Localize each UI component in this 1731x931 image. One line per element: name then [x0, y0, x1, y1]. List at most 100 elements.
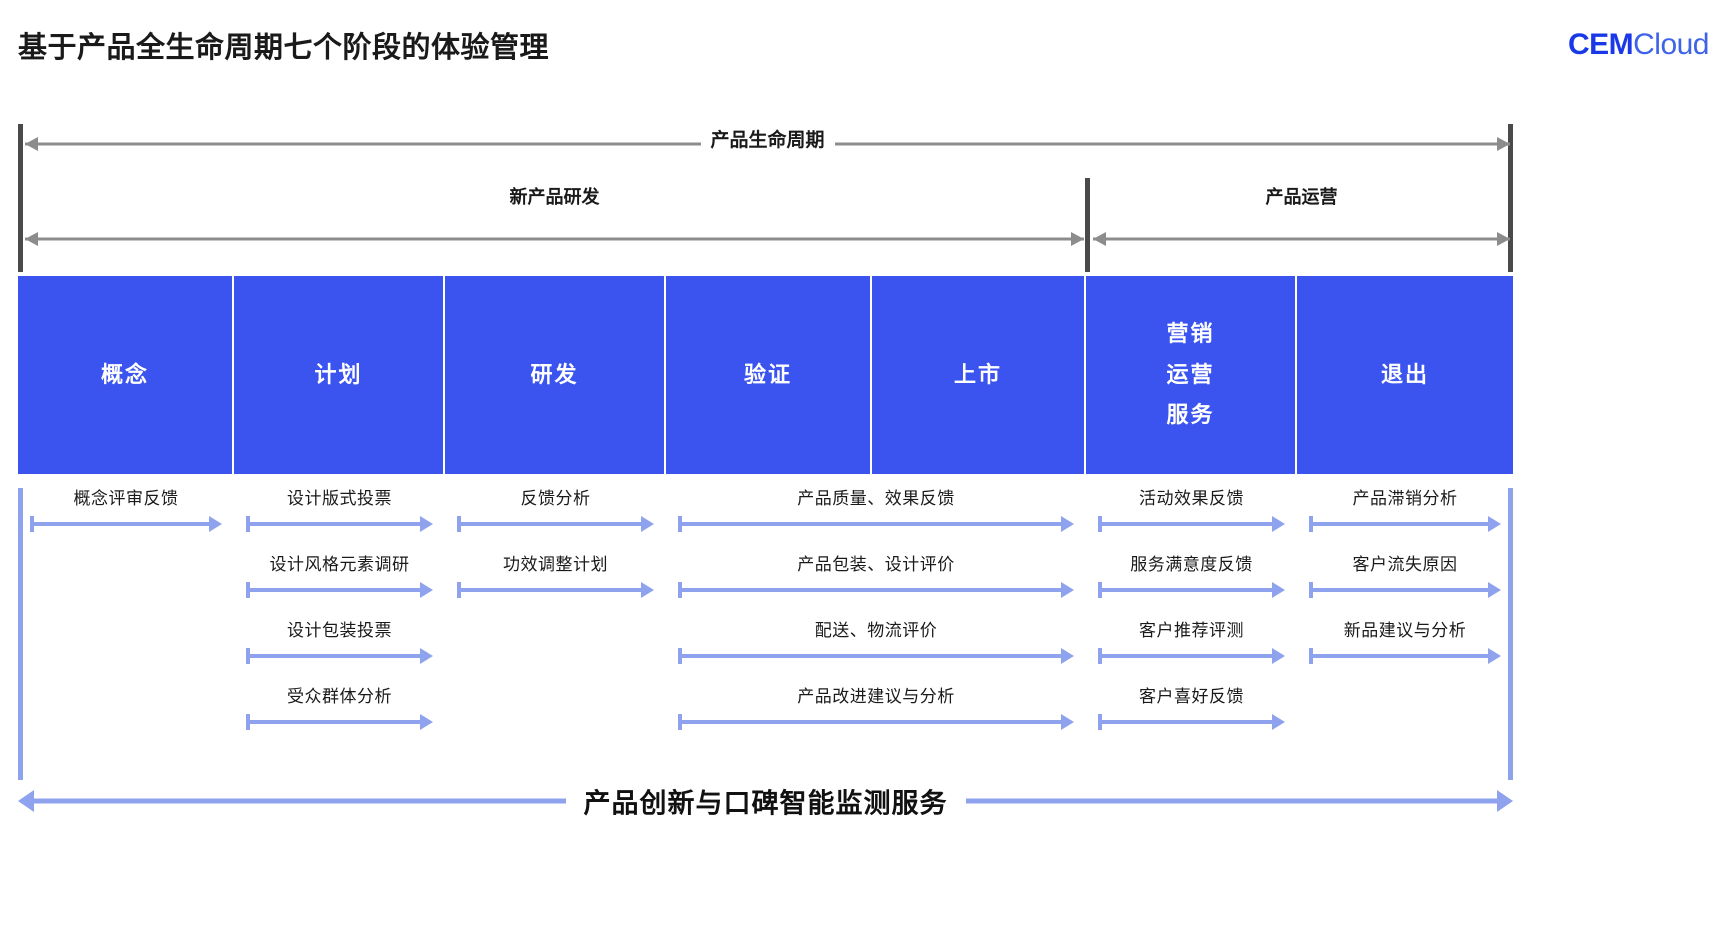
feedback-item[interactable]: 产品质量、效果反馈	[678, 484, 1074, 532]
stage-label: 概念	[100, 361, 149, 387]
feedback-item-label: 设计风格元素调研	[269, 555, 410, 574]
feedback-arrow-line	[1101, 720, 1274, 724]
feedback-item[interactable]: 设计风格元素调研	[246, 550, 433, 598]
feedback-arrow-line	[681, 522, 1063, 526]
feedback-arrow-line	[249, 720, 422, 724]
feedback-arrow	[30, 516, 222, 532]
feedback-item-label: 客户推荐评测	[1139, 621, 1244, 640]
feedback-arrow-cap	[457, 582, 461, 598]
stage-label: 退出	[1380, 361, 1429, 387]
stage-box-3[interactable]: 研发	[445, 276, 666, 474]
feedback-arrow-line	[1312, 522, 1490, 526]
feedback-arrow-head	[1488, 582, 1501, 598]
feedback-item-label: 概念评审反馈	[73, 489, 179, 508]
feedback-item[interactable]: 产品改进建议与分析	[678, 682, 1074, 730]
feedback-item-label: 客户流失原因	[1352, 555, 1458, 574]
feedback-item[interactable]: 受众群体分析	[246, 682, 433, 730]
feedback-arrow-head	[1061, 582, 1074, 598]
feedback-arrow-line	[249, 588, 422, 592]
feedback-item[interactable]: 客户推荐评测	[1098, 616, 1285, 664]
feedback-arrow-cap	[246, 648, 250, 664]
stage-label: 计划	[314, 361, 363, 387]
feedback-item-label: 配送、物流评价	[814, 621, 938, 640]
stage-box-5[interactable]: 上市	[872, 276, 1086, 474]
bottom-service-banner: 产品创新与口碑智能监测服务	[18, 781, 1513, 821]
lifecycle-arrow-head-left	[25, 137, 38, 151]
stage-label: 验证	[743, 361, 792, 387]
stage-box-2[interactable]: 计划	[234, 276, 445, 474]
feedback-arrow-line	[460, 522, 643, 526]
feedback-arrow	[246, 582, 433, 598]
feedback-arrow	[1098, 516, 1285, 532]
stage-box-6[interactable]: 营销运营服务	[1086, 276, 1297, 474]
feedback-arrow-line	[681, 720, 1063, 724]
feedback-item[interactable]: 产品包装、设计评价	[678, 550, 1074, 598]
feedback-arrow-line	[249, 654, 422, 658]
stage-label: 服务	[1166, 402, 1215, 428]
feedback-arrow	[1098, 648, 1285, 664]
feedback-arrow-head	[1272, 648, 1285, 664]
feedback-arrow-cap	[678, 648, 682, 664]
feedback-arrow	[678, 582, 1074, 598]
feedback-item-label: 产品滞销分析	[1352, 489, 1458, 508]
feedback-item[interactable]: 概念评审反馈	[30, 484, 222, 532]
stage-box-1[interactable]: 概念	[18, 276, 234, 474]
feedback-arrow-head	[420, 714, 433, 730]
feedback-item-label: 受众群体分析	[287, 687, 392, 706]
phase-right-scope-arrow: 产品运营	[1093, 183, 1510, 249]
feedback-arrow-cap	[246, 714, 250, 730]
feedback-item[interactable]: 产品滞销分析	[1309, 484, 1501, 532]
feedback-item[interactable]: 设计版式投票	[246, 484, 433, 532]
feedback-item[interactable]: 服务满意度反馈	[1098, 550, 1285, 598]
feedback-item[interactable]: 活动效果反馈	[1098, 484, 1285, 532]
feedback-arrow-line	[33, 522, 211, 526]
feedback-arrow-cap	[678, 582, 682, 598]
feedback-arrow-head	[641, 516, 654, 532]
feedback-arrow-line	[1101, 588, 1274, 592]
feedback-arrow-cap	[30, 516, 34, 532]
feedback-arrow-line	[1101, 522, 1274, 526]
feedback-arrow-line	[249, 522, 422, 526]
phase-right-arrow-line	[1093, 237, 1510, 241]
feedback-arrow-head	[209, 516, 222, 532]
feedback-arrow-cap	[457, 516, 461, 532]
feedback-item[interactable]: 客户喜好反馈	[1098, 682, 1285, 730]
feedback-item[interactable]: 配送、物流评价	[678, 616, 1074, 664]
feedback-arrow-cap	[1309, 648, 1313, 664]
phase-right-scope-label: 产品运营	[1255, 183, 1348, 209]
banner-arrow-head-left	[18, 790, 34, 812]
banner-label: 产品创新与口碑智能监测服务	[565, 781, 966, 821]
stage-label: 研发	[530, 361, 579, 387]
feedback-item[interactable]: 反馈分析	[457, 484, 654, 532]
feedback-item-label: 设计包装投票	[287, 621, 392, 640]
stage-box-4[interactable]: 验证	[666, 276, 872, 474]
feedback-arrow	[1309, 648, 1501, 664]
feedback-arrow-head	[1061, 648, 1074, 664]
brand-logo: CEMCloud	[1568, 28, 1710, 62]
bracket-bar-right	[1508, 124, 1513, 272]
feedback-item-label: 功效调整计划	[503, 555, 608, 574]
phase-left-arrow-head-left	[25, 232, 38, 246]
stage-band: 概念 计划 研发 验证 上市营销运营服务 退出	[18, 276, 1513, 474]
feedback-arrow-cap	[1098, 582, 1102, 598]
feedback-item-label: 新品建议与分析	[1343, 621, 1467, 640]
feedback-arrow-head	[420, 582, 433, 598]
feedback-item[interactable]: 客户流失原因	[1309, 550, 1501, 598]
phase-right-arrow-head-right	[1497, 232, 1510, 246]
feedback-arrow-head	[1272, 714, 1285, 730]
feedback-item[interactable]: 新品建议与分析	[1309, 616, 1501, 664]
stage-label: 营销	[1166, 320, 1215, 346]
feedback-arrow-head	[641, 582, 654, 598]
phase-left-scope-label: 新产品研发	[499, 183, 610, 209]
feedback-arrow-head	[1061, 714, 1074, 730]
feedback-arrow	[246, 516, 433, 532]
feedback-item[interactable]: 功效调整计划	[457, 550, 654, 598]
feedback-arrow-cap	[246, 582, 250, 598]
feedback-item[interactable]: 设计包装投票	[246, 616, 433, 664]
feedback-arrow-line	[681, 588, 1063, 592]
feedback-arrow-head	[1488, 516, 1501, 532]
feedback-arrow	[678, 648, 1074, 664]
stage-box-7[interactable]: 退出	[1297, 276, 1513, 474]
lifecycle-arrow-head-right	[1497, 137, 1510, 151]
